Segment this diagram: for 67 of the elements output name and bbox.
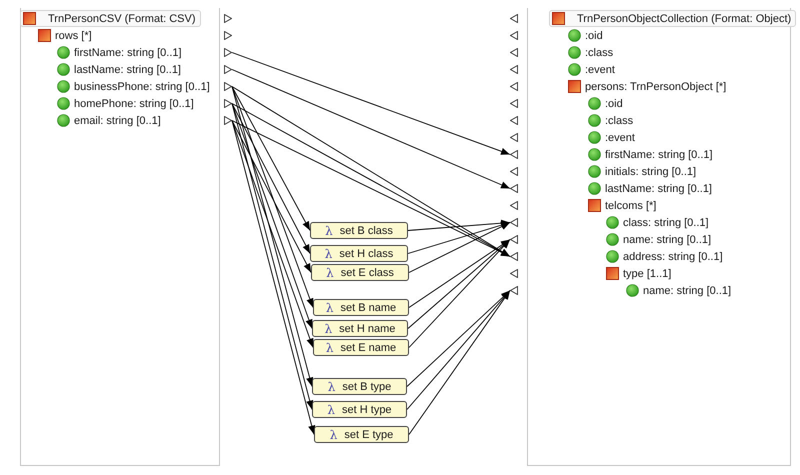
type-label: telcoms [*] [605, 198, 656, 212]
connector-arrow [232, 103, 310, 254]
function-label: set E type [344, 428, 394, 442]
function-box [314, 426, 409, 443]
function-label: set H name [339, 322, 396, 336]
connector-arrow [232, 120, 314, 348]
field-label: :oid [585, 28, 603, 42]
field-label: firstName: string [0..1] [74, 46, 182, 60]
function-label: set B class [340, 224, 393, 238]
function-label: set E name [340, 340, 396, 354]
field-label: lastName: string [0..1] [605, 182, 712, 196]
field-label: firstName: string [0..1] [605, 148, 713, 162]
lambda-symbol: λ [326, 266, 334, 280]
field-label: initials: string [0..1] [605, 164, 696, 178]
field-label: address: string [0..1] [623, 250, 723, 264]
connector-arrow [232, 120, 312, 273]
field-label: lastName: string [0..1] [74, 62, 181, 76]
function-box [310, 222, 408, 239]
function-box [312, 320, 408, 337]
field-label: class: string [0..1] [623, 216, 709, 230]
lambda-symbol: λ [324, 246, 332, 260]
function-label: set H type [342, 402, 392, 416]
connector-arrow [408, 220, 510, 231]
connector-arrow [232, 52, 510, 155]
connector-arrow [408, 239, 510, 348]
field-label: :event [605, 130, 635, 144]
lambda-symbol: λ [328, 380, 336, 394]
connector-arrow [232, 86, 314, 308]
field-label: businessPhone: string [0..1] [74, 80, 210, 94]
connector-arrow [408, 239, 510, 329]
field-label: :class [585, 46, 614, 60]
function-box [313, 339, 409, 356]
function-box [312, 378, 407, 395]
function-box [310, 245, 408, 262]
function-label: set H class [339, 246, 394, 260]
connector-arrow [408, 239, 510, 308]
connector-arrow [408, 290, 510, 435]
lambda-symbol: λ [327, 402, 336, 416]
connector-arrow [232, 69, 510, 189]
connector-arrow [406, 290, 510, 387]
type-label: rows [*] [55, 28, 92, 42]
connector-arrow [232, 103, 312, 329]
field-label: name: string [0..1] [643, 284, 732, 298]
field-label: name: string [0..1] [623, 232, 712, 246]
function-box [313, 299, 409, 316]
field-label: :oid [605, 96, 623, 110]
lambda-symbol: λ [325, 224, 333, 238]
function-label: set B name [340, 300, 396, 314]
function-box [311, 264, 409, 281]
type-label: type [1..1] [623, 266, 672, 280]
field-label: :event [585, 62, 615, 76]
type-label: TrnPersonObjectCollection (Format: Object) [577, 12, 792, 26]
connector-arrow [408, 222, 510, 273]
lambda-symbol: λ [326, 340, 334, 354]
field-label: :class [605, 114, 634, 128]
connector-arrow [232, 86, 310, 231]
field-label: homePhone: string [0..1] [74, 96, 194, 110]
type-label: persons: TrnPersonObject [*] [585, 80, 726, 94]
lambda-symbol: λ [330, 428, 338, 442]
function-label: set B type [342, 380, 392, 394]
type-label: TrnPersonCSV (Format: CSV) [48, 12, 196, 26]
lambda-symbol: λ [326, 300, 334, 314]
lambda-symbol: λ [324, 322, 332, 336]
connector-arrow [406, 290, 510, 410]
field-label: email: string [0..1] [74, 114, 161, 128]
function-label: set E class [340, 266, 394, 280]
function-box [312, 401, 407, 418]
